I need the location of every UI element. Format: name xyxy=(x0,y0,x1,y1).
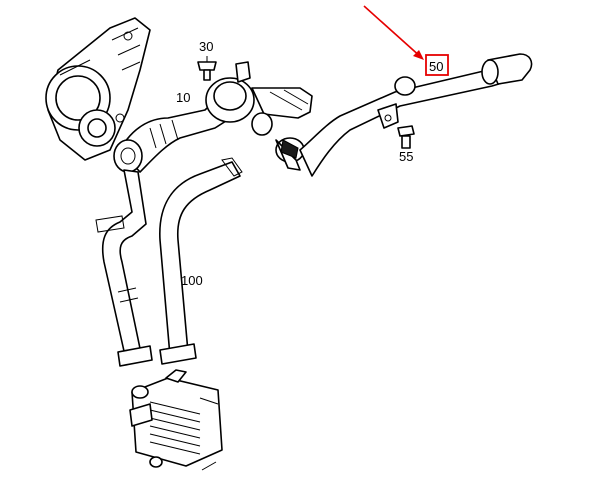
highlight-arrowhead xyxy=(413,50,424,60)
oil-cooler xyxy=(129,369,223,471)
callout-10: 10 xyxy=(176,90,190,105)
highlight-arrow xyxy=(363,5,423,59)
hose-100 xyxy=(159,157,243,365)
lower-hose-left xyxy=(95,169,153,367)
callout-50: 50 xyxy=(429,59,443,74)
water-pump xyxy=(45,17,151,161)
bolt-30 xyxy=(197,56,217,81)
callout-30: 30 xyxy=(199,39,213,54)
highlight-callout-50: 50 xyxy=(363,5,449,76)
upper-hose-assembly xyxy=(113,94,241,173)
highlight-box xyxy=(425,54,449,76)
coolant-pipe-50 xyxy=(280,53,533,177)
bolt-55 xyxy=(397,125,415,149)
callout-55: 55 xyxy=(399,149,413,164)
callout-100: 100 xyxy=(181,273,203,288)
